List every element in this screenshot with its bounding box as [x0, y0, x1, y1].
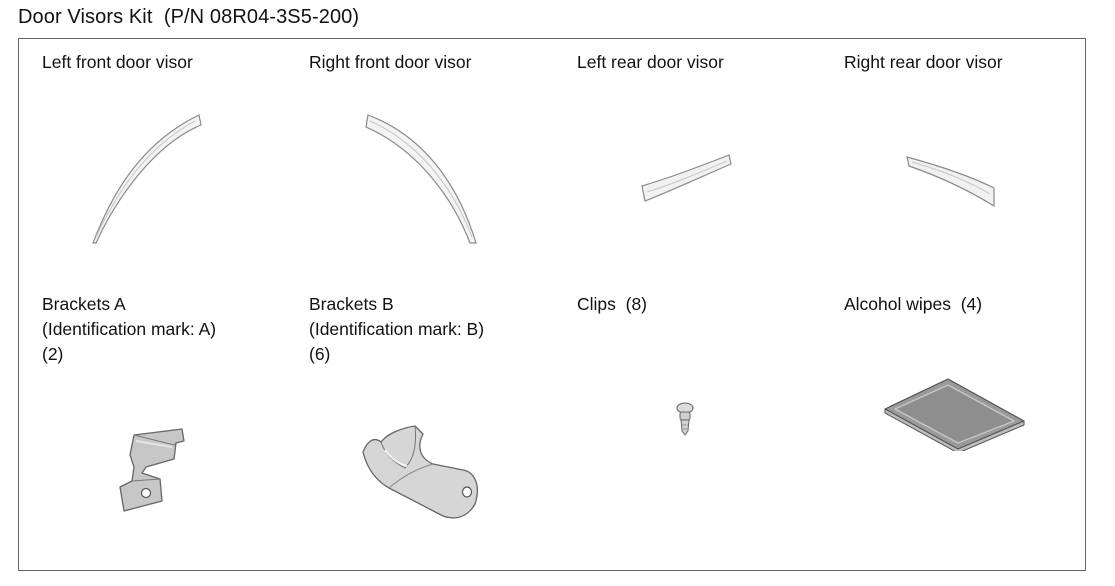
left-front-visor-illustration	[92, 114, 202, 244]
part-label-brackets-b-mark: (Identification mark: B)	[309, 319, 485, 339]
part-label-right-front-visor: Right front door visor	[309, 52, 472, 72]
clip-illustration	[676, 402, 694, 436]
alcohol-wipe-illustration	[884, 378, 1025, 451]
part-label-brackets-a-mark: (Identification mark: A)	[42, 319, 217, 339]
part-label-brackets-b-qty: (6)	[309, 344, 331, 364]
part-label-right-rear-visor: Right rear door visor	[844, 52, 1003, 72]
bracket-b-illustration	[362, 425, 478, 519]
page-title: Door Visors Kit (P/N 08R04-3S5-200)	[18, 6, 360, 28]
right-rear-visor-illustration	[906, 156, 995, 208]
left-rear-visor-illustration	[641, 154, 732, 202]
part-label-brackets-b: Brackets B	[309, 294, 394, 314]
part-label-brackets-a: Brackets A	[42, 294, 126, 314]
part-label-alcohol-wipes: Alcohol wipes (4)	[844, 294, 983, 314]
part-label-left-rear-visor: Left rear door visor	[577, 52, 724, 72]
part-label-clips: Clips (8)	[577, 294, 648, 314]
bracket-a-illustration	[119, 428, 185, 512]
right-front-visor-illustration	[365, 114, 477, 244]
part-label-brackets-a-qty: (2)	[42, 344, 64, 364]
part-label-left-front-visor: Left front door visor	[42, 52, 193, 72]
kit-contents-frame: Left front door visor Right front door v…	[18, 38, 1086, 571]
